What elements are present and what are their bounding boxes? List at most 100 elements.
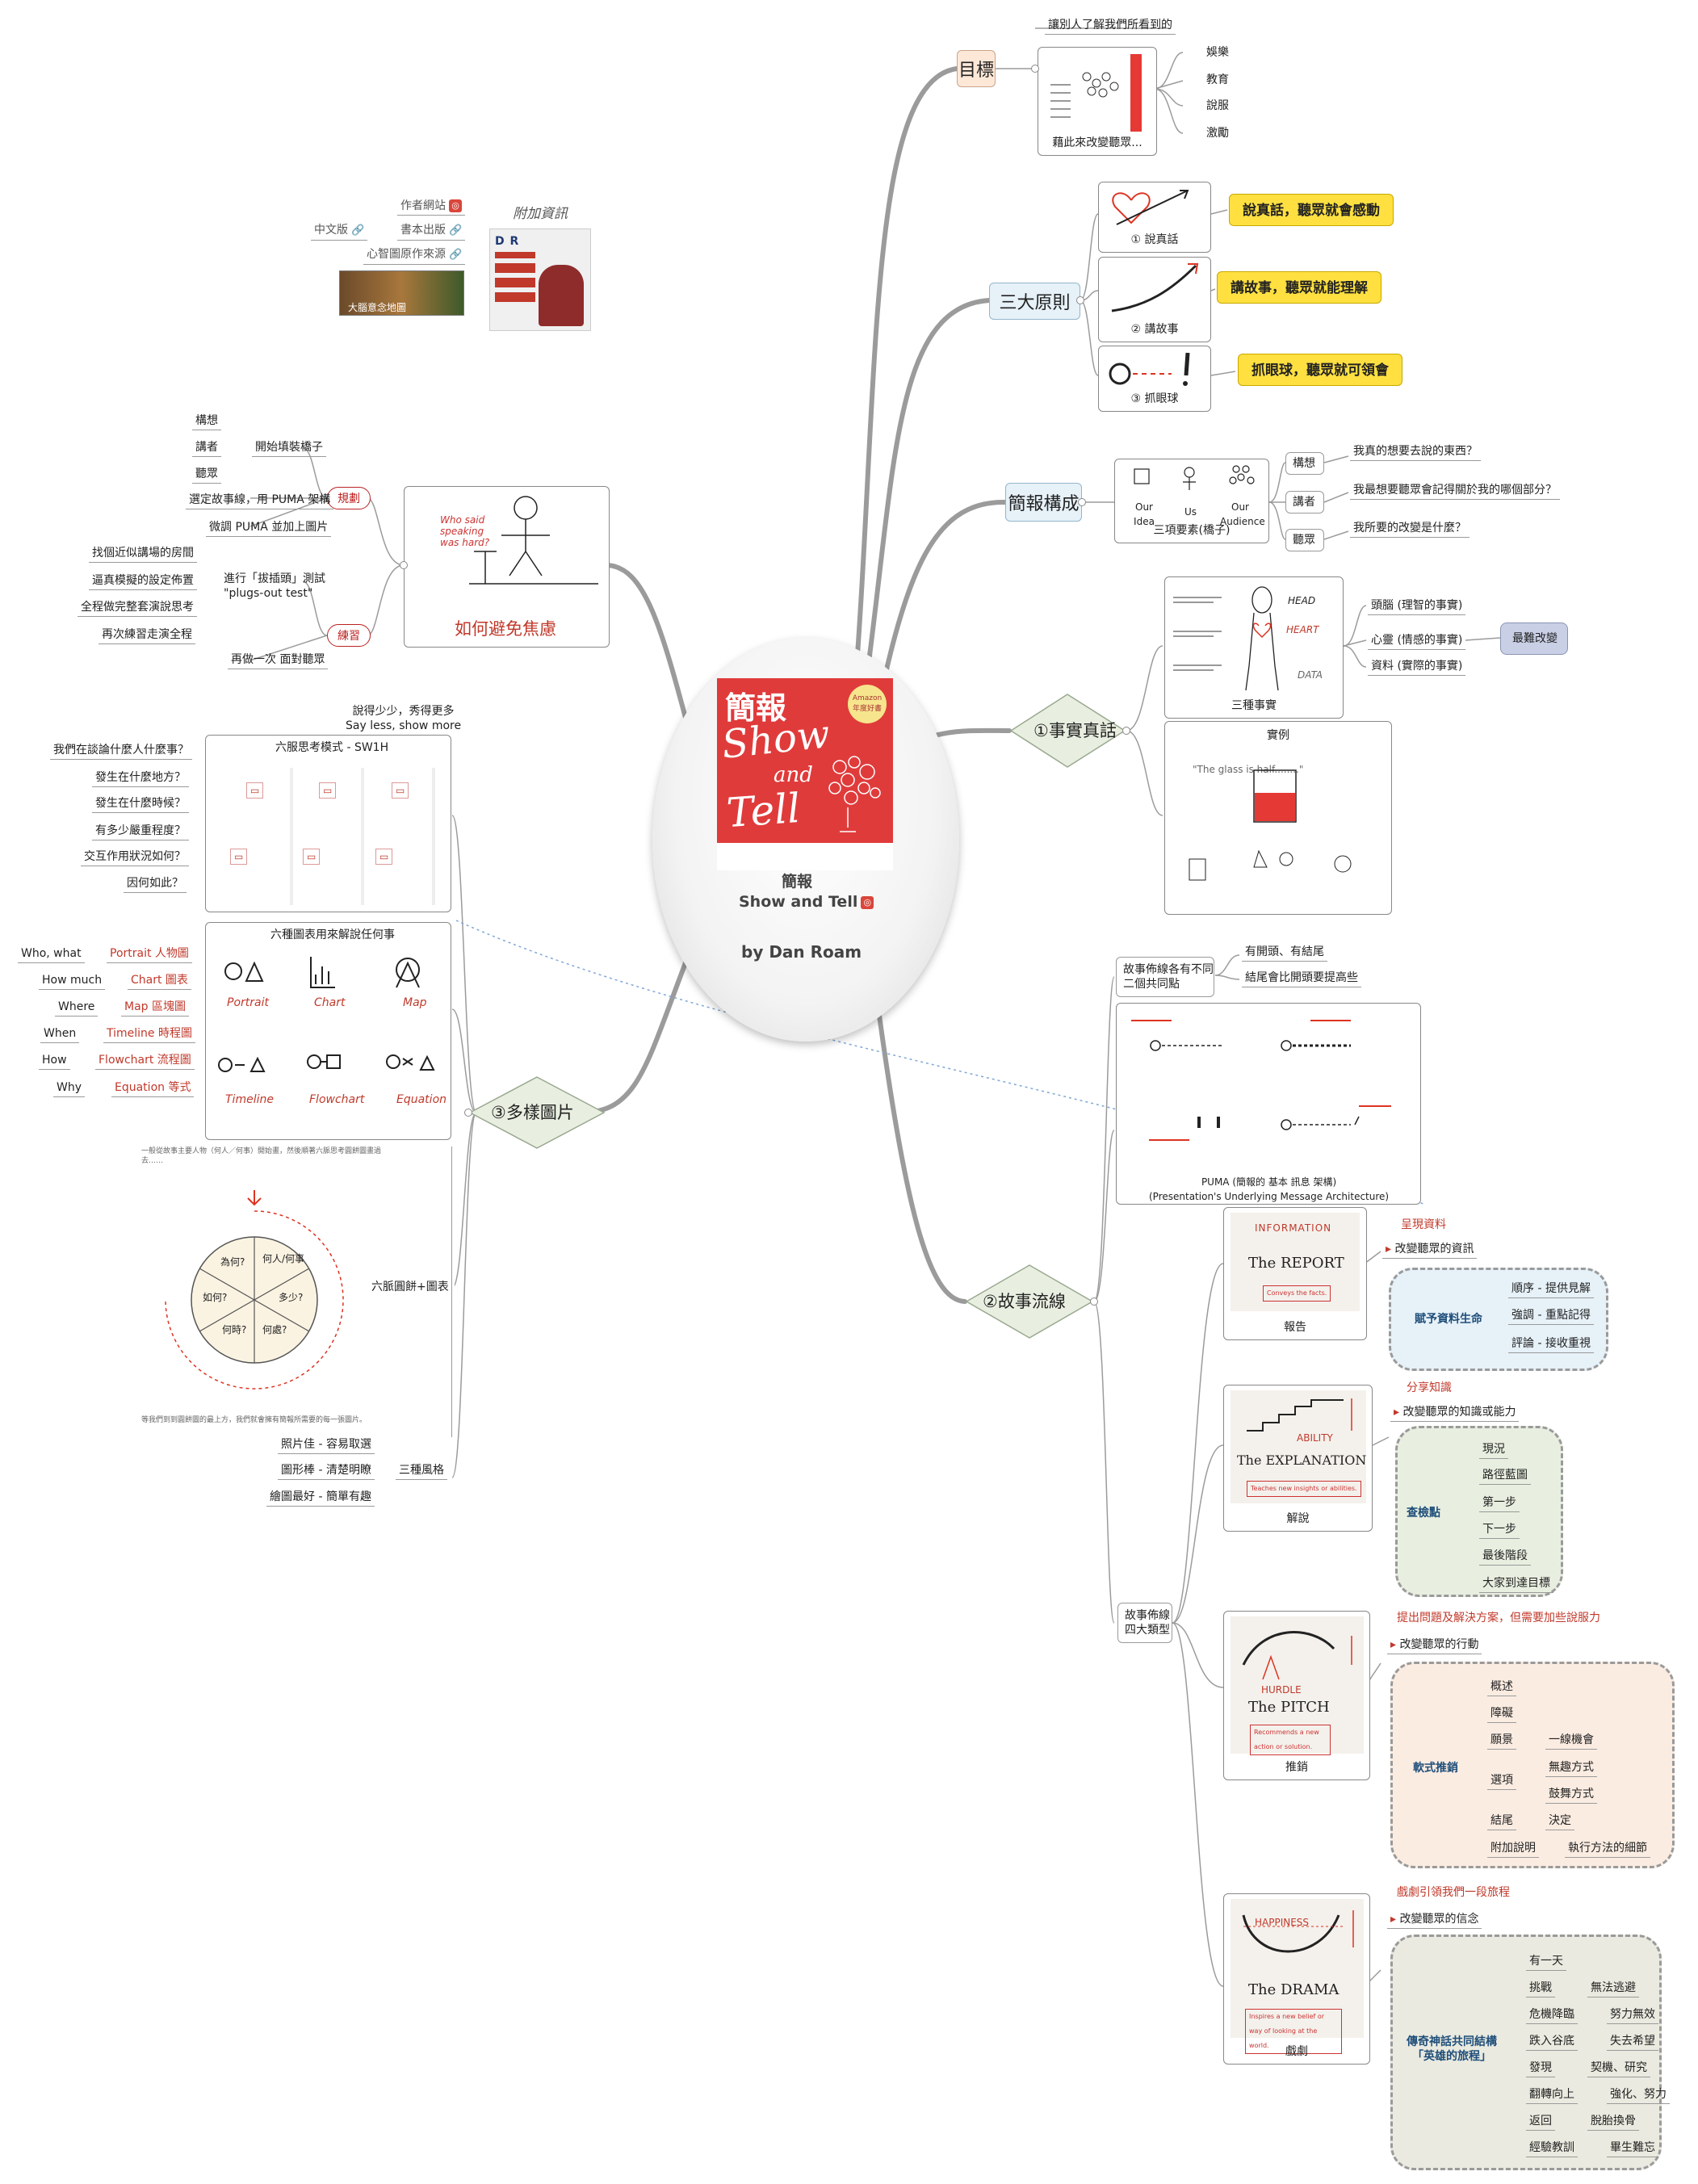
report-sub-text: 改變聽眾的資訊	[1394, 1243, 1474, 1255]
drama-item-8: 經驗教訓	[1526, 2140, 1578, 2157]
truth-fact-2: 心靈 (情感的事實)	[1368, 633, 1466, 650]
central-title: 簡報	[782, 873, 813, 891]
story-types-label: 故事佈線 四大類型	[1125, 1609, 1170, 1637]
collapse-toggle[interactable]	[1076, 296, 1084, 304]
principle-2-box[interactable]: ② 講故事	[1098, 257, 1211, 342]
wheel-bottom-note: 等我們到到圓餅圖的最上方，我們就會擁有簡報所需要的每一張圖片。	[141, 1416, 367, 1424]
brain-map-banner[interactable]: 大腦意念地圖	[339, 270, 464, 316]
explanation-sub: ▸ 改變聽眾的知識或能力	[1390, 1405, 1520, 1422]
link-icon[interactable]: 🔗	[449, 224, 463, 237]
topic-truth[interactable]: ①事實真話	[1009, 693, 1126, 769]
cover-title-top: 簡報	[725, 690, 787, 726]
six-icon-flowchart: Flowchart	[309, 1093, 365, 1106]
truth-example-caption: 實例	[1267, 729, 1289, 742]
link-icon[interactable]: 🔗	[351, 224, 365, 237]
explanation-img-title: The EXPLANATION	[1237, 1453, 1367, 1468]
link-icon[interactable]: ◎	[861, 895, 874, 909]
topic-goal[interactable]: 目標	[957, 50, 996, 87]
collapse-toggle[interactable]	[400, 561, 408, 569]
collapse-toggle[interactable]	[1078, 498, 1086, 506]
wheel-slice-4: 何時?	[222, 1324, 247, 1335]
structure-key-1[interactable]: 構想	[1285, 452, 1324, 475]
story-common-points[interactable]: 故事佈線各有不同 二個共同點	[1116, 957, 1214, 997]
pitch-image: HURDLE The PITCH Recommends a new action…	[1231, 1616, 1364, 1755]
extra-mindmap-source[interactable]: 心智圖原作來源🔗	[363, 247, 466, 265]
collapse-toggle[interactable]	[464, 1109, 472, 1117]
link-icon[interactable]: 🔗	[449, 249, 463, 261]
extra-chinese-edition[interactable]: 中文版🔗	[311, 223, 368, 241]
six-q-5: How	[39, 1053, 70, 1070]
explanation-item-1: 現況	[1479, 1442, 1508, 1459]
structure-val-2: 我最想要聽眾會記得關於我的哪個部分？	[1350, 483, 1560, 500]
drama-box[interactable]: HAPPINESS The DRAMA Inspires a new belie…	[1223, 1893, 1370, 2065]
collapse-toggle[interactable]	[1122, 727, 1130, 735]
hardest-badge[interactable]: 最難改變	[1500, 623, 1568, 655]
story-types-node[interactable]: 故事佈線 四大類型	[1117, 1603, 1172, 1643]
goal-image-box[interactable]: 藉此來改變聽眾...	[1038, 47, 1157, 156]
hardest-badge-label: 最難改變	[1512, 632, 1558, 645]
sixw-q3: 發生在什麼時候？	[92, 796, 189, 813]
fig-heart-label: HEART	[1286, 624, 1319, 635]
collapse-toggle[interactable]	[1090, 1297, 1098, 1306]
report-img-top: INFORMATION	[1255, 1222, 1332, 1234]
sixw-title: 六服思考模式 - SW1H	[275, 741, 389, 754]
pitch-key: 軟式推銷	[1413, 1762, 1458, 1775]
plan-tag[interactable]: 規劃	[327, 487, 371, 509]
drama-sub-text: 改變聽眾的信念	[1399, 1913, 1479, 1926]
topic-story[interactable]: ②故事流線	[965, 1264, 1094, 1339]
extra-mindmap-source-label: 心智圖原作來源	[367, 248, 446, 261]
practice-item-1: 找個近似講場的房間	[89, 546, 197, 563]
topic-pictures-label: ③多樣圖片	[491, 1103, 574, 1122]
truth-facts-box[interactable]: HEAD HEART DATA 三種事實	[1164, 576, 1344, 719]
wheel-slice-3: 何處?	[262, 1324, 287, 1335]
practice-tag[interactable]: 練習	[327, 624, 371, 647]
topic-pictures[interactable]: ③多樣圖片	[468, 1075, 606, 1150]
drama-img-top: HAPPINESS	[1255, 1917, 1310, 1928]
practice-item-3: 全程做完整套演說思考	[78, 600, 197, 617]
report-box[interactable]: INFORMATION The REPORT Conveys the facts…	[1223, 1207, 1367, 1340]
explanation-box[interactable]: ABILITY The EXPLANATION Teaches new insi…	[1223, 1385, 1373, 1532]
sixw-q2: 發生在什麼地方？	[92, 770, 189, 787]
structure-key-3[interactable]: 聽眾	[1285, 529, 1324, 551]
anxiety-box[interactable]: Who said speaking was hard? 如何避免焦慮	[404, 486, 610, 648]
six-v-2: Chart 圖表	[128, 973, 191, 990]
anxiety-label: 如何避免焦慮	[455, 619, 556, 639]
explanation-item-3: 第一步	[1479, 1495, 1520, 1512]
wheel-slice-2: 多少?	[279, 1292, 304, 1303]
drama-head: 戲劇引領我們一段旅程	[1397, 1886, 1510, 1899]
collapse-toggle[interactable]	[1031, 65, 1039, 73]
style-item-1: 照片佳 - 容易取選	[278, 1437, 375, 1454]
topic-structure[interactable]: 簡報構成	[1005, 483, 1082, 522]
six-chart-icons	[218, 957, 435, 1072]
practice-item-4: 再次練習走演全程	[99, 627, 195, 644]
principle-3-box[interactable]: ③ 抓眼球	[1098, 346, 1211, 412]
six-pie-wheel	[165, 1190, 344, 1390]
six-charts-box[interactable]: 六種圖表用來解說任何事 Portrait Chart Map Timeline …	[205, 922, 451, 1140]
sixw-tag-4: ▭	[230, 849, 248, 865]
drama-item-4-v: 失去希望	[1607, 2034, 1658, 2051]
structure-key-2[interactable]: 講者	[1285, 491, 1324, 514]
website-icon[interactable]: ◎	[449, 199, 462, 212]
plan-extra-1: 選定故事線，用 PUMA 架構	[186, 493, 334, 509]
pictures-tagline: 說得少少，秀得更多 Say less, show more	[346, 705, 462, 732]
principle-1-box[interactable]: ① 說真話	[1098, 182, 1211, 253]
topic-principles[interactable]: 三大原則	[989, 283, 1080, 320]
extra-publisher[interactable]: 書本出版🔗	[397, 223, 466, 241]
goal-item-1: 娛樂	[1206, 46, 1229, 59]
extra-author-site[interactable]: 作者網站◎	[397, 199, 465, 216]
story-common-1: 有開頭、有結尾	[1242, 945, 1327, 962]
structure-box[interactable]: Our Idea Us Our Audience 三項要素(橋子)	[1114, 459, 1269, 543]
pitch-box[interactable]: HURDLE The PITCH Recommends a new action…	[1223, 1611, 1370, 1780]
puma-box[interactable]: PUMA (簡報的 基本 訊息 架構) (Presentation's Unde…	[1116, 1003, 1421, 1205]
pitch-item-1: 概述	[1487, 1679, 1516, 1696]
drama-item-7-v: 脫胎換骨	[1587, 2114, 1639, 2131]
plan-extra-2: 微調 PUMA 並加上圖片	[206, 520, 332, 537]
principle-3-highlight: 抓眼球，聽眾就可領會	[1238, 354, 1402, 386]
wheel-image[interactable]: 一般從故事主要人物（何人／何事）開始畫，然後順著六脈思考圓餅圖畫過去…… 何人/…	[117, 1146, 455, 1431]
pitch-caption: 推銷	[1285, 1761, 1308, 1774]
truth-example-box[interactable]: 實例 "The glass is half........"	[1164, 721, 1392, 915]
sixw-box[interactable]: 六服思考模式 - SW1H ▭ ▭ ▭ ▭ ▭ ▭	[205, 735, 451, 912]
pitch-head: 提出問題及解決方案，但需要加些說服力	[1397, 1612, 1600, 1624]
showtell-book-cover[interactable]: D R	[489, 228, 591, 331]
structure-key-1-label: 構想	[1293, 457, 1315, 470]
